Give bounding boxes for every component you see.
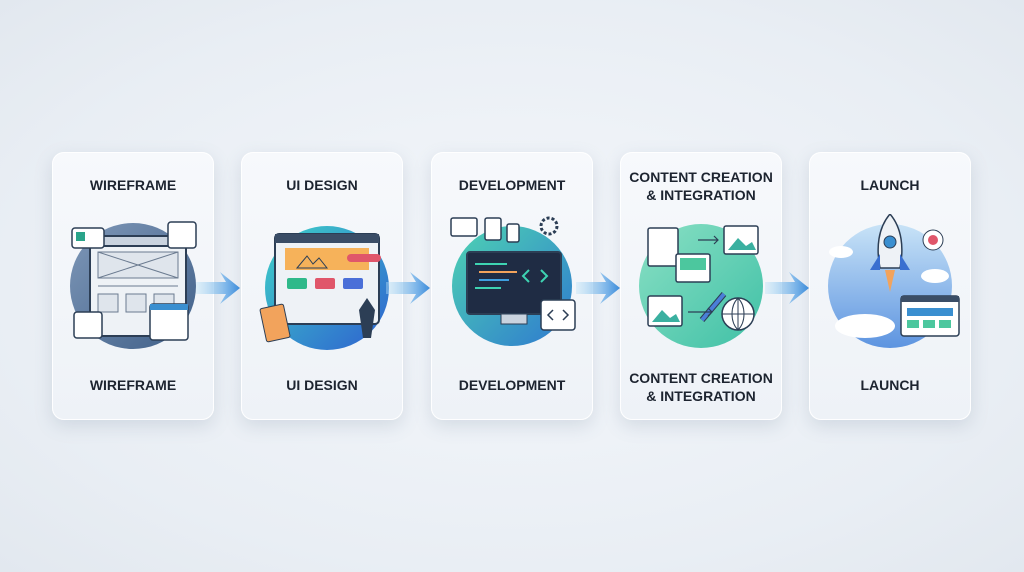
arrow-right-icon xyxy=(386,272,430,304)
step-label: WIREFRAME xyxy=(89,377,177,393)
step-label: DEVELOPMENT xyxy=(458,377,566,393)
step-card-ui-design: UI DESIGN UI DESIGN xyxy=(241,152,403,420)
step-label: CONTENT CREATION& INTEGRATION xyxy=(629,370,773,404)
step-label: LAUNCH xyxy=(860,377,920,393)
step-card-content-integration: CONTENT CREATION& INTEGRATION CONTENT CR… xyxy=(620,152,782,420)
content-integration-icon xyxy=(639,224,763,348)
step-title: LAUNCH xyxy=(860,177,920,193)
arrow-right-icon xyxy=(576,272,620,304)
arrow-right-icon xyxy=(196,272,240,304)
step-title: WIREFRAME xyxy=(89,177,177,193)
ui-design-palette-icon xyxy=(259,226,389,350)
step-title: UI DESIGN xyxy=(286,177,358,193)
arrow-right-icon xyxy=(765,272,809,304)
step-title: DEVELOPMENT xyxy=(458,177,566,193)
step-card-wireframe: WIREFRAME WIREFRAME xyxy=(52,152,214,420)
step-card-launch: LAUNCH LAUNCH xyxy=(809,152,971,420)
step-title: CONTENT CREATION& INTEGRATION xyxy=(629,169,773,203)
monitor-code-icon xyxy=(450,216,576,346)
rocket-launch-icon xyxy=(828,214,960,348)
step-label: UI DESIGN xyxy=(286,377,358,393)
wireframe-layout-icon xyxy=(70,221,197,349)
step-card-development: DEVELOPMENT DEVELOPMENT xyxy=(431,152,593,420)
